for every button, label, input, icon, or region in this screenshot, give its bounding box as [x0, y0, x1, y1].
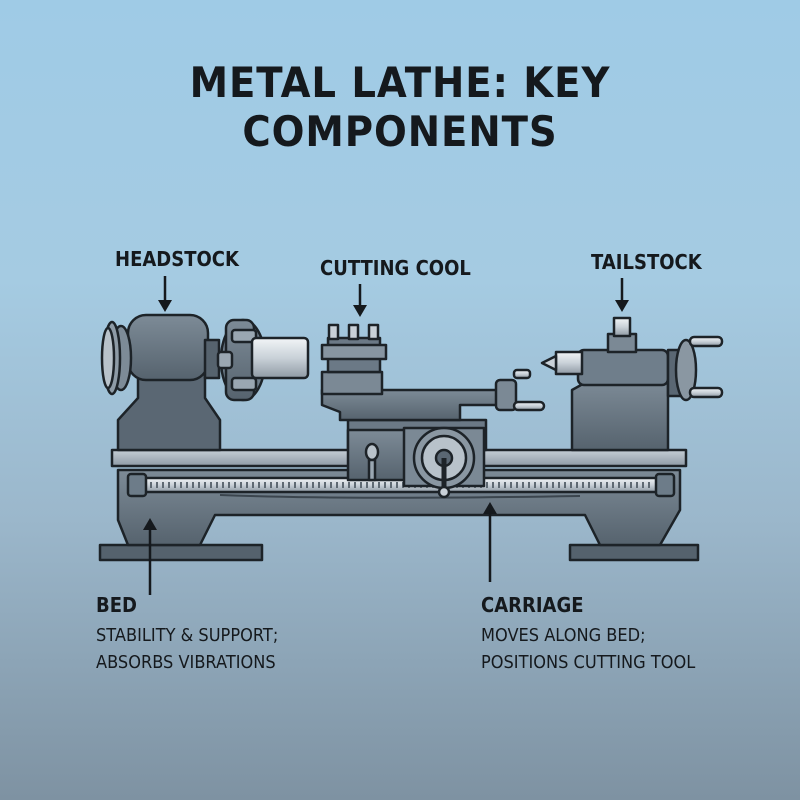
page-title: METAL LATHE: KEY COMPONENTS: [189, 58, 611, 156]
headstock-label: HEADSTOCK: [115, 247, 239, 271]
carriage-label: CARRIAGE: [481, 593, 584, 617]
headstock-arrow: [158, 276, 172, 312]
headstock-handwheel: [100, 326, 116, 390]
cutting-tool-arrow: [353, 284, 367, 317]
cutting-tool-label: CUTTING COOL: [320, 256, 471, 280]
carriage-description-line-2: POSITIONS CUTTING TOOL: [481, 652, 696, 673]
tailstock: [540, 316, 724, 452]
tailstock-label: TAILSTOCK: [591, 250, 702, 274]
carriage: [346, 418, 488, 499]
headstock: [102, 313, 222, 452]
workpiece: [250, 336, 310, 380]
bed-description-line-2: ABSORBS VIBRATIONS: [96, 652, 276, 673]
cross-slide: [320, 368, 546, 422]
tailstock-arrow: [615, 278, 629, 312]
tool-post: [320, 323, 388, 374]
carriage-description-line-1: MOVES ALONG BED;: [481, 625, 646, 646]
bed-description-line-1: STABILITY & SUPPORT;: [96, 625, 279, 646]
bed-arrow: [143, 518, 157, 595]
lead-screw: [126, 472, 676, 498]
carriage-arrow: [483, 502, 497, 582]
bed-label: BED: [96, 593, 137, 617]
